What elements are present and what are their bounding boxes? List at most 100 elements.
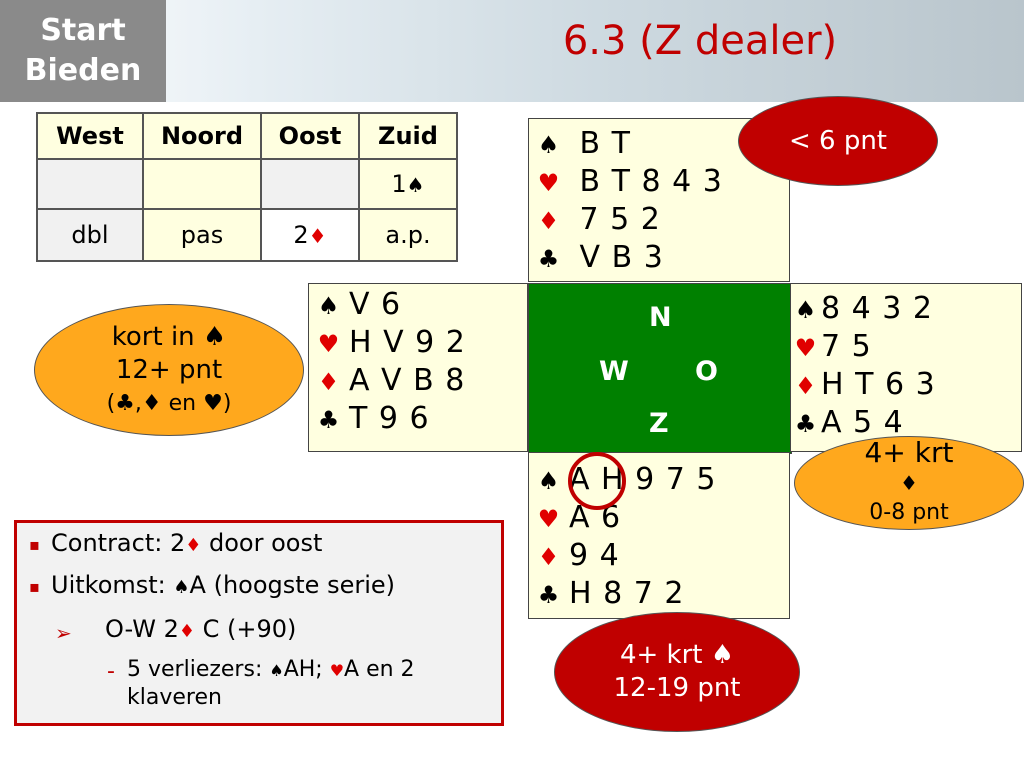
east-spades: ♠8 4 3 2 (791, 290, 1021, 328)
logo-line-2: Bieden (24, 53, 142, 88)
diamond-icon: ♦ (185, 535, 202, 556)
bid-level: 1 (391, 170, 407, 198)
bullet-square: ▪ (29, 577, 40, 596)
bid-cell-empty (260, 158, 360, 210)
heart-icon: ♥ (537, 169, 561, 197)
west-clubs: ♣ T 9 6 (309, 400, 527, 438)
callout-south: 4+ krt ♠ 12-19 pnt (554, 612, 800, 732)
hand-west: ♠ V 6 ♥ H V 9 2 ♦ A V B 8 ♣ T 9 6 (308, 283, 528, 452)
text: 5 verliezers: (127, 657, 270, 682)
cards: H V 9 2 (349, 325, 466, 360)
north-hearts: ♥ B T 8 4 3 (529, 163, 789, 201)
diamond-icon: ♦ (178, 621, 196, 642)
cards: A 5 4 (821, 405, 904, 440)
bid-zuid-2: a.p. (358, 208, 458, 262)
compass-north: N (649, 302, 672, 333)
west-hearts: ♥ H V 9 2 (309, 324, 527, 362)
club-icon: ♣ (794, 410, 818, 438)
cards: V 6 (349, 287, 402, 322)
bidding-table: West Noord Oost Zuid 1♠ dbl pas 2♦ a.p. (36, 112, 458, 262)
compass-east: O (695, 356, 718, 387)
club-icon: ♣ (537, 245, 561, 273)
cards: 8 4 3 2 (821, 291, 933, 326)
callout-east: 4+ krt ♦ 0-8 pnt (794, 436, 1024, 530)
diamond-icon: ♦ (537, 543, 561, 571)
north-diamonds: ♦ 7 5 2 (529, 201, 789, 239)
text: door oost (201, 529, 323, 557)
heart-icon: ♥ (537, 505, 561, 533)
club-icon: ♣ (537, 581, 561, 609)
callout-north-text: < 6 pnt (788, 125, 888, 156)
spade-icon: ♠ (794, 296, 818, 324)
bid-cell-empty (142, 158, 262, 210)
heart-icon: ♥ (203, 390, 223, 416)
callout-south-line1: 4+ krt ♠ (619, 640, 735, 670)
summary-result: O-W 2♦ C (+90) (105, 615, 296, 643)
callout-west-line3: (♣,♦ en ♥) (107, 387, 232, 420)
cards: 9 4 (569, 538, 620, 573)
west-spades: ♠ V 6 (309, 286, 527, 324)
diamond-icon: ♦ (141, 390, 162, 416)
north-spades: ♠ B T (529, 125, 789, 163)
comma: , (134, 390, 142, 416)
callout-east-line1: 4+ krt (864, 436, 954, 469)
club-icon: ♣ (115, 390, 135, 416)
header-west: West (36, 112, 144, 160)
bid-oost-2: 2♦ (260, 208, 360, 262)
west-diamonds: ♦ A V B 8 (309, 362, 527, 400)
summary-losers-line2: klaveren (127, 685, 222, 710)
header-oost: Oost (260, 112, 360, 160)
start-bieden-logo[interactable]: Start Bieden (0, 0, 166, 102)
club-icon: ♣ (317, 406, 341, 434)
paren: ) (222, 390, 232, 416)
text: O-W 2 (105, 615, 179, 643)
summary-contract: Contract: 2♦ door oost (51, 529, 322, 557)
header-noord: Noord (142, 112, 262, 160)
bid-noord-2: pas (142, 208, 262, 262)
summary-box: ▪ Contract: 2♦ door oost ▪ Uitkomst: ♠A … (14, 520, 504, 726)
title-bar (0, 0, 1024, 102)
north-clubs: ♣ V B 3 (529, 239, 789, 277)
heart-icon: ♥ (317, 330, 341, 358)
text: Uitkomst: (51, 571, 174, 599)
south-hearts: ♥A 6 (529, 499, 789, 537)
summary-losers: 5 verliezers: ♠AH; ♥A en 2 (127, 657, 415, 682)
east-hearts: ♥7 5 (791, 328, 1021, 366)
spade-icon: ♠ (537, 467, 561, 495)
south-diamonds: ♦ 9 4 (529, 537, 789, 575)
text: Contract: 2 (51, 529, 186, 557)
callout-east-line2: ♦ (900, 471, 918, 495)
callout-east-line3: 0-8 pnt (869, 500, 949, 525)
cards: B T 8 4 3 (579, 164, 723, 199)
spade-icon: ♠ (173, 577, 190, 598)
heart-icon: ♥ (794, 334, 818, 362)
text: A (hoogste serie) (189, 571, 395, 599)
bid-zuid-1: 1♠ (358, 158, 458, 210)
cards: A V B 8 (349, 363, 466, 398)
east-clubs: ♣A 5 4 (791, 404, 1021, 442)
heart-icon: ♥ (329, 661, 345, 680)
paren: ( (106, 390, 116, 416)
spade-icon: ♠ (317, 292, 341, 320)
diamond-icon: ♦ (794, 372, 818, 400)
spade-icon: ♠ (406, 173, 425, 197)
diamond-icon: ♦ (537, 207, 561, 235)
diamond-icon: ♦ (317, 368, 341, 396)
callout-south-line2: 12-19 pnt (613, 673, 741, 703)
header-zuid: Zuid (358, 112, 458, 160)
bid-cell-empty (36, 158, 144, 210)
callout-west-line1: kort in ♠ (111, 321, 227, 352)
callout-west-line2: 12+ pnt (115, 354, 223, 385)
cards: 7 5 2 (579, 202, 661, 237)
en-text: en (161, 390, 204, 416)
logo-line-1: Start (40, 13, 126, 48)
cards: T 9 6 (349, 401, 430, 436)
compass-table: N W O Z (528, 283, 792, 454)
callout-west: kort in ♠ 12+ pnt (♣,♦ en ♥) (34, 304, 304, 436)
south-clubs: ♣H 8 7 2 (529, 575, 789, 613)
text: AH; (283, 657, 330, 682)
text: C (+90) (195, 615, 297, 643)
spade-icon: ♠ (537, 131, 561, 159)
compass-south: Z (649, 408, 669, 439)
bullet-dash: - (107, 659, 115, 684)
